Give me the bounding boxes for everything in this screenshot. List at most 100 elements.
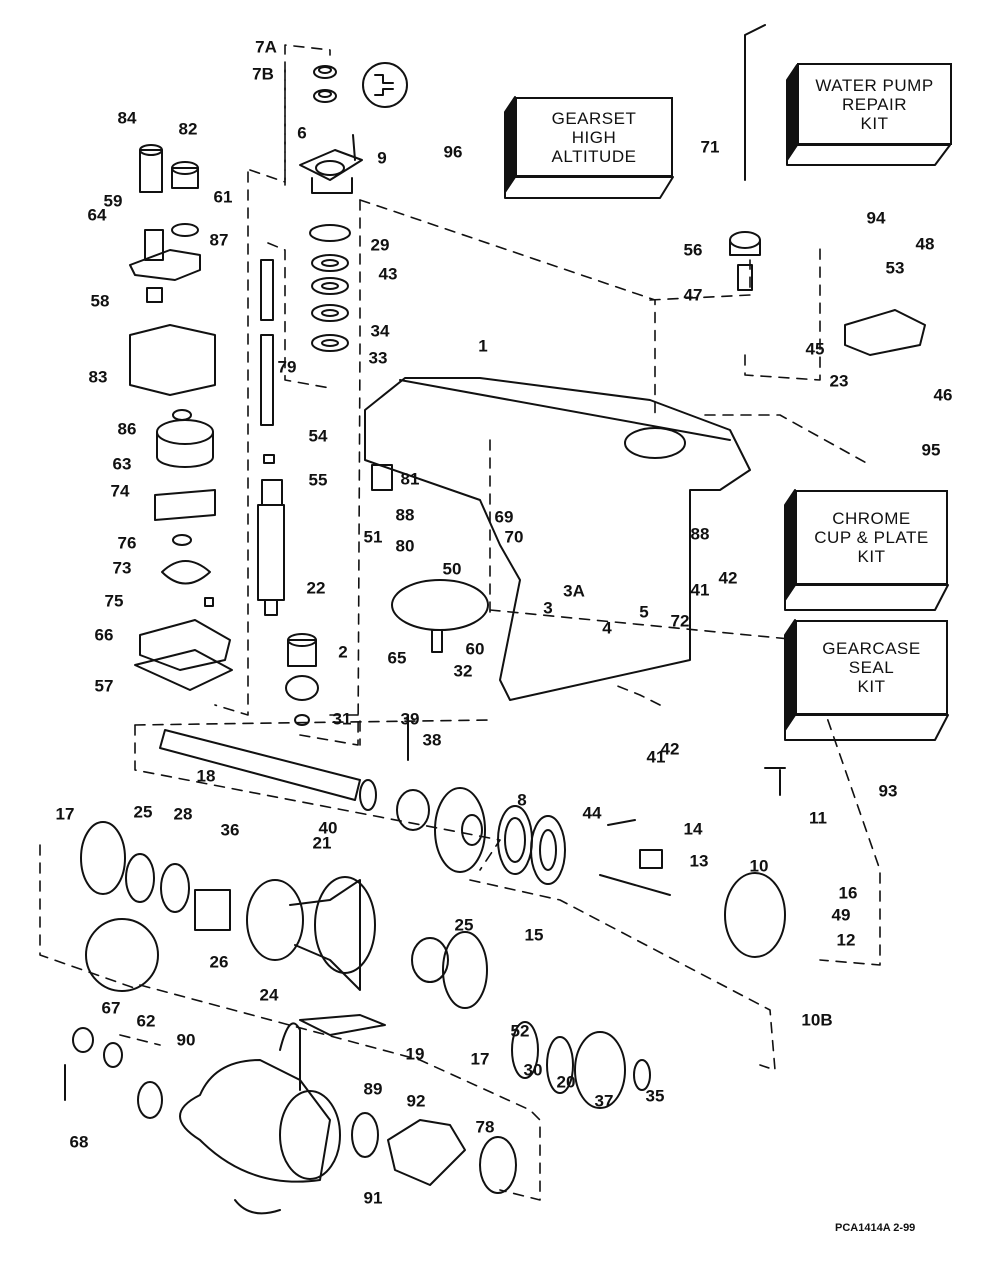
callout-62: 62 [136, 1011, 156, 1031]
bearing-20 [546, 1036, 574, 1094]
kit-label-96: GEARSET HIGH ALTITUDE [515, 97, 673, 177]
callout-54: 54 [308, 426, 328, 446]
seal-7b [313, 89, 337, 103]
callout-29: 29 [370, 235, 390, 255]
pump-housing-83 [129, 324, 216, 396]
o-ring-86 [172, 409, 192, 421]
callout-15: 15 [524, 925, 544, 945]
callout-88: 88 [690, 524, 710, 544]
cradle-13 [639, 849, 663, 869]
bearing-40 [359, 779, 377, 811]
callout-6: 6 [297, 123, 307, 143]
callout-13: 13 [689, 851, 709, 871]
kit-label-95: CHROME CUP & PLATE KIT [795, 490, 948, 585]
callout-84: 84 [117, 108, 137, 128]
callout-10b: 10B [801, 1010, 833, 1030]
callout-50: 50 [442, 559, 462, 579]
clutch-dog-38 [396, 789, 430, 831]
o-ring-17 [80, 821, 126, 895]
callout-68: 68 [69, 1132, 89, 1152]
callout-12: 12 [836, 930, 856, 950]
anode-51 [371, 464, 393, 491]
bearing-26 [194, 889, 231, 931]
washer-44 [530, 815, 566, 885]
callout-78: 78 [475, 1117, 495, 1137]
callout-89: 89 [363, 1079, 383, 1099]
o-ring-17b [442, 931, 488, 1009]
assembly-group-outlines [39, 44, 881, 1201]
thrust-hub-89 [279, 1090, 341, 1180]
retainer-6 [299, 149, 363, 194]
callout-59: 59 [103, 191, 123, 211]
callout-81: 81 [400, 469, 420, 489]
callout-8: 8 [517, 790, 527, 810]
pin-55 [263, 454, 275, 464]
callout-93: 93 [878, 781, 898, 801]
callout-87: 87 [209, 230, 229, 250]
callout-47: 47 [683, 285, 703, 305]
gear-32-forward [434, 787, 486, 873]
callout-16: 16 [838, 883, 858, 903]
callout-61: 61 [213, 187, 233, 207]
callout-91: 91 [363, 1188, 383, 1208]
plate-66 [139, 619, 231, 671]
seal-detail-circle-2 [85, 918, 159, 992]
callout-95: 95 [921, 440, 941, 460]
callout-17: 17 [470, 1049, 490, 1069]
seal-82 [171, 161, 199, 189]
callout-23: 23 [829, 371, 849, 391]
callout-94: 94 [866, 208, 886, 228]
bearing-2 [287, 633, 317, 667]
tube-71 [744, 24, 766, 181]
pinion-32 [285, 675, 319, 701]
callout-30: 30 [523, 1060, 543, 1080]
callout-80: 80 [395, 536, 415, 556]
callout-58: 58 [90, 291, 110, 311]
callout-57: 57 [94, 676, 114, 696]
callout-35: 35 [645, 1086, 665, 1106]
key-75 [204, 597, 214, 607]
gear-37 [574, 1031, 626, 1109]
callout-36: 36 [220, 820, 240, 840]
seal-detail-circle [362, 62, 408, 108]
cover-45 [844, 309, 926, 356]
callout-44: 44 [582, 803, 602, 823]
liner-84 [139, 144, 163, 193]
callout-53: 53 [885, 258, 905, 278]
gasket-73 [161, 560, 211, 585]
trim-tab-60 [391, 579, 489, 631]
callout-74: 74 [110, 481, 130, 501]
o-ring-29 [309, 224, 351, 242]
callout-49: 49 [831, 905, 851, 925]
grommet-61 [171, 223, 199, 237]
callout-41: 41 [690, 580, 710, 600]
callout-37: 37 [594, 1091, 614, 1111]
callout-21: 21 [312, 833, 332, 853]
housing-59 [129, 229, 201, 281]
callout-43: 43 [378, 264, 398, 284]
callout-10: 10 [749, 856, 769, 876]
callout-20: 20 [556, 1072, 576, 1092]
driveshaft-79 [260, 259, 274, 426]
gasket-57 [134, 649, 233, 691]
nut-67b [103, 1042, 123, 1068]
seal-25b [160, 863, 190, 913]
callout-72: 72 [670, 611, 690, 631]
callout-46: 46 [933, 385, 953, 405]
nut-67a [72, 1027, 94, 1053]
callout-67: 67 [101, 998, 121, 1018]
callout-42: 42 [660, 739, 680, 759]
callout-56: 56 [683, 240, 703, 260]
screw-9 [352, 134, 356, 161]
washer-34 [311, 304, 349, 322]
callout-28: 28 [173, 804, 193, 824]
callout-2: 2 [338, 642, 348, 662]
callout-52: 52 [510, 1021, 530, 1041]
callout-39: 39 [400, 709, 420, 729]
shaft-15 [599, 874, 671, 896]
kit-label-94: WATER PUMP REPAIR KIT [797, 63, 952, 145]
seal-35 [633, 1059, 651, 1091]
callout-22: 22 [306, 578, 326, 598]
callout-64: 64 [87, 205, 107, 225]
callout-90: 90 [176, 1030, 196, 1050]
